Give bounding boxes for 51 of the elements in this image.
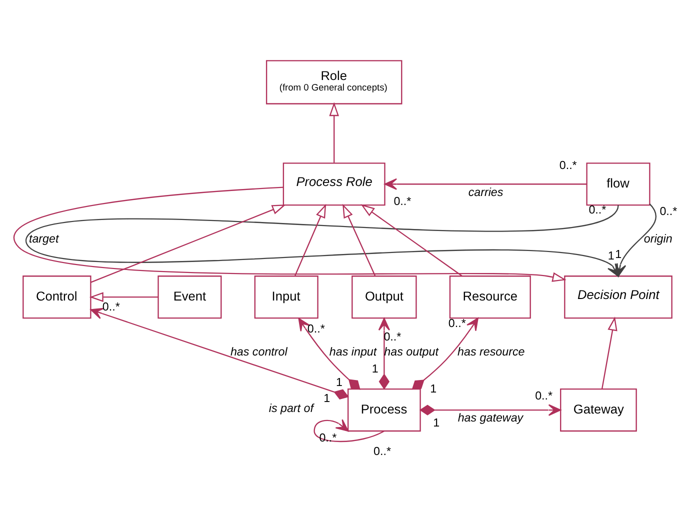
label: 1 [607,248,614,262]
arrow [384,178,586,190]
node-box: Role (from 0 General concepts) [265,60,402,104]
label: 0..* [534,388,552,402]
edge-label: origin [643,232,672,245]
node-box: Resource [448,275,530,318]
edge-label: carries [468,185,503,198]
label: 0..* [306,322,324,335]
edge-label: is part of [268,401,313,414]
arrow [418,404,561,416]
label: 1 [614,248,622,261]
label: 1 [336,375,342,388]
label: 1 [371,362,378,375]
edge-label: has resource [457,344,524,358]
label: 1 [430,382,436,396]
node-box: Control [22,275,91,318]
arrow [13,186,566,282]
node-box: Process [347,388,420,432]
arrow [328,102,338,162]
label: 0..* [659,204,677,218]
node-box: Decision Point [564,275,672,318]
arrow [90,307,348,399]
arrow [88,292,158,302]
arrow [313,418,384,442]
arrow [411,317,478,390]
arrow [90,204,286,282]
edge-label: has input [328,344,376,358]
arrow [601,316,617,388]
arrow [342,203,376,276]
arrow [614,203,656,276]
node-box: Gateway [560,388,636,432]
label: 0..* [393,194,411,208]
node-box: flow [586,162,650,206]
label: 0..* [102,300,120,313]
edge-label: has control [230,344,287,358]
label: 0..* [448,316,466,330]
node-box: Process Role [282,162,385,206]
arrow [378,317,390,390]
label: 0..* [558,158,576,172]
edge-label: has gateway [457,411,523,424]
edge-label: target [28,232,58,245]
arrow [294,203,326,276]
node-box: Output [351,275,416,318]
label: 1 [323,391,330,404]
node-box: Event [157,275,222,318]
label: 0..* [588,203,606,216]
arrow [298,317,360,390]
arrow [360,204,462,276]
label: 1 [432,416,440,429]
label: 0..* [373,444,390,458]
node-box: Input [254,275,318,318]
